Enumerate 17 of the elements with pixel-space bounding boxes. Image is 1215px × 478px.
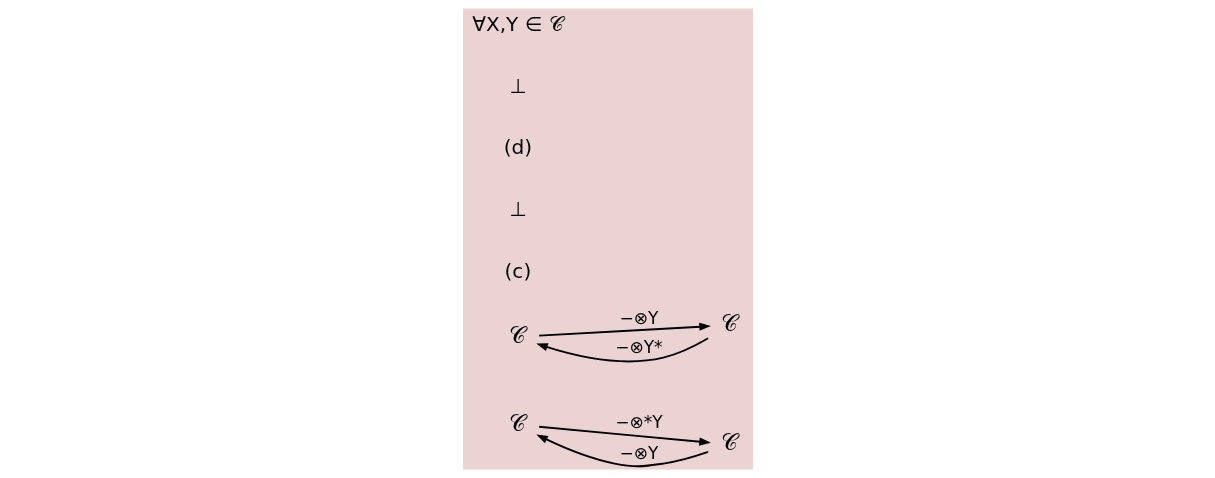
arrow (535, 337, 709, 363)
node-text: 𝒞 (720, 308, 738, 336)
edge-label: −⊗Y (619, 442, 658, 463)
node-text: 𝒞 (508, 408, 526, 436)
node-text: 𝒞 (508, 320, 526, 348)
edge-label: −⊗Y (619, 308, 658, 329)
label: (c) (504, 259, 531, 284)
label: ⊥ (508, 73, 527, 98)
arrow (537, 322, 711, 337)
label: ⊥ (508, 197, 527, 222)
label: (d) (503, 135, 532, 160)
edge-label: −⊗Y* (614, 336, 663, 357)
node-text: 𝒞 (720, 428, 738, 456)
arrow (535, 434, 709, 468)
arrow (537, 425, 711, 446)
label: ∀X,Y ∈ 𝒞 (471, 11, 564, 36)
edge-label: −⊗*Y (614, 412, 663, 433)
